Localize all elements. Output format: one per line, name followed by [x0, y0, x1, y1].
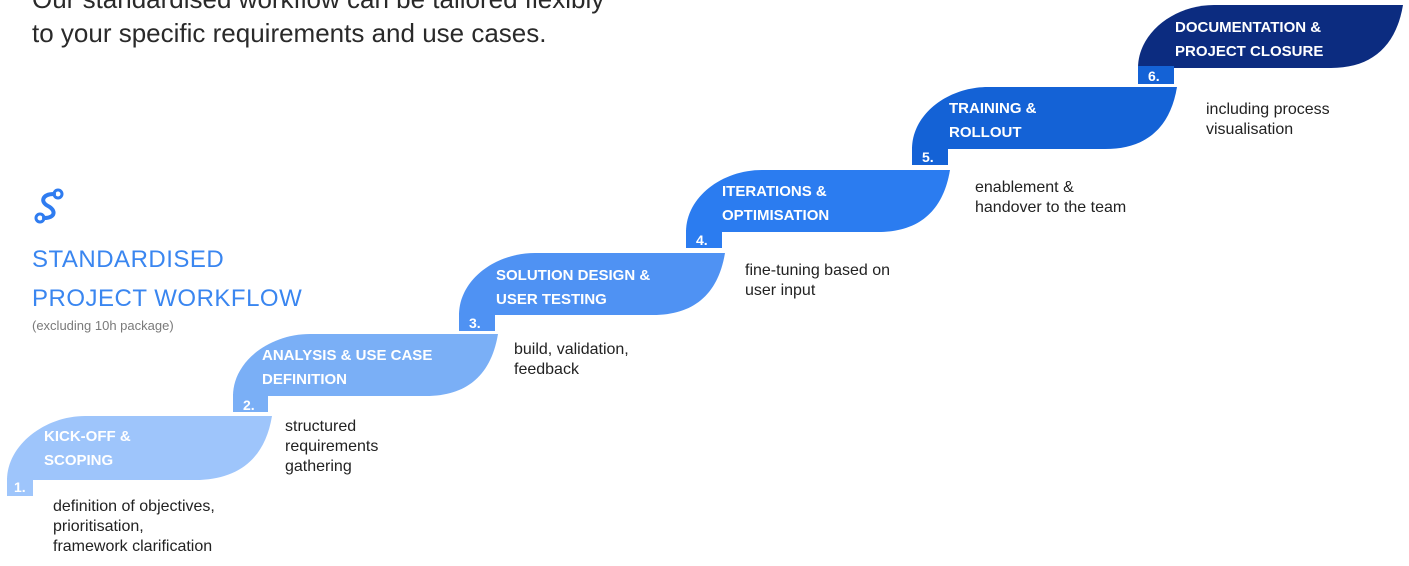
step-4-title-line-2: OPTIMISATION: [722, 207, 829, 224]
step-3-title-line-2: USER TESTING: [496, 291, 607, 308]
step-2-shape: ANALYSIS & USE CASE DEFINITION 2.: [233, 334, 498, 413]
step-2-description: structured requirements gathering: [285, 417, 378, 477]
step-4-description-line-2: user input: [745, 282, 816, 299]
step-2-description-line-3: gathering: [285, 458, 352, 475]
step-6-title-line-2: PROJECT CLOSURE: [1175, 43, 1323, 60]
step-5-shape: TRAINING & ROLLOUT 5.: [912, 87, 1177, 165]
intro-line-1: Our standardised workflow can be tailore…: [32, 0, 604, 14]
step-5-number: 5.: [922, 149, 934, 165]
step-2-number: 2.: [243, 397, 255, 413]
step-3-shape: SOLUTION DESIGN & USER TESTING 3.: [459, 253, 725, 331]
step-1-title-line-1: KICK-OFF &: [44, 428, 131, 445]
step-1-title-line-2: SCOPING: [44, 452, 113, 469]
step-1-description: definition of objectives, prioritisation…: [53, 497, 215, 557]
step-3-number: 3.: [469, 315, 481, 331]
step-3-title-line-1: SOLUTION DESIGN &: [496, 267, 650, 284]
step-6-number: 6.: [1148, 68, 1160, 84]
intro-text: Our standardised workflow can be tailore…: [32, 0, 852, 60]
step-1-description-line-1: definition of objectives,: [53, 498, 215, 515]
step-2-description-line-2: requirements: [285, 438, 379, 455]
workflow-title-line-1: STANDARDISED: [32, 246, 225, 273]
step-4-description-line-1: fine-tuning based on: [745, 262, 890, 279]
workflow-subtitle: (excluding 10h package): [32, 318, 174, 333]
step-4-title-line-1: ITERATIONS &: [722, 183, 827, 200]
step-1-description-line-3: framework clarification: [53, 538, 213, 555]
step-3-description-line-1: build, validation,: [514, 341, 629, 358]
step-5-description-line-2: handover to the team: [975, 199, 1127, 216]
step-4-number: 4.: [696, 232, 708, 248]
step-3-description-line-2: feedback: [514, 361, 579, 378]
step-6-shape: DOCUMENTATION & PROJECT CLOSURE 6.: [1138, 5, 1403, 84]
intro-line-2: to your specific requirements and use ca…: [32, 18, 547, 48]
step-2-title-line-1: ANALYSIS & USE CASE: [262, 347, 432, 364]
step-1-shape: KICK-OFF & SCOPING 1.: [7, 416, 272, 496]
step-5-description: enablement & handover to the team: [975, 178, 1126, 218]
workflow-title-line-2: PROJECT WORKFLOW: [32, 285, 303, 312]
step-2-description-line-1: structured: [285, 418, 357, 435]
step-5-description-line-1: enablement &: [975, 179, 1074, 196]
step-3-description: build, validation, feedback: [514, 340, 629, 380]
workflow-title: STANDARDISED PROJECT WORKFLOW: [32, 240, 302, 318]
step-5-title-line-2: ROLLOUT: [949, 124, 1022, 141]
step-2-title-line-2: DEFINITION: [262, 371, 347, 388]
step-6-description-line-1: including process: [1206, 101, 1330, 118]
step-4-shape: ITERATIONS & OPTIMISATION 4.: [686, 170, 950, 248]
step-1-description-line-2: prioritisation,: [53, 518, 144, 535]
step-1-number: 1.: [14, 479, 26, 495]
step-4-description: fine-tuning based on user input: [745, 261, 890, 301]
step-6-description: including process visualisation: [1206, 100, 1330, 140]
step-5-title-line-1: TRAINING &: [949, 100, 1037, 117]
route-icon: [32, 188, 70, 226]
step-6-description-line-2: visualisation: [1206, 121, 1294, 138]
step-6-title-line-1: DOCUMENTATION &: [1175, 19, 1321, 36]
